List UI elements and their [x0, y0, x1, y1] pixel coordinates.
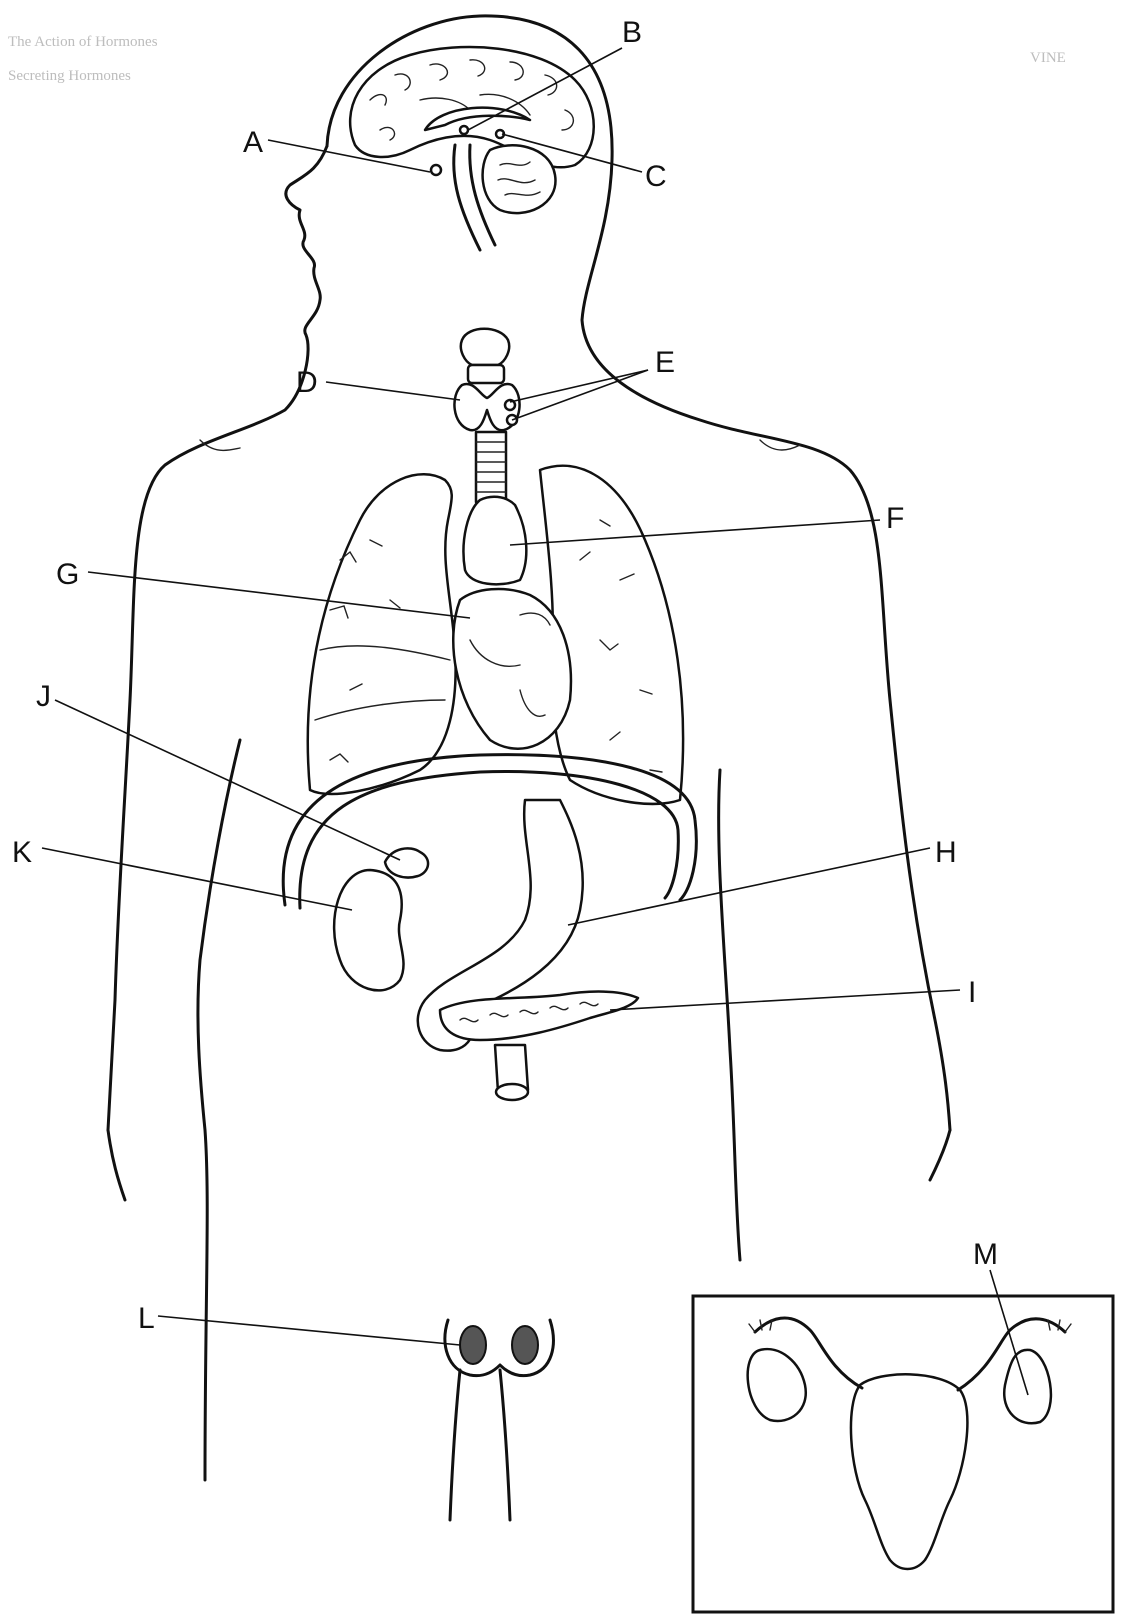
left-inner-arm	[198, 740, 240, 1480]
shoulder-detail-right	[760, 440, 800, 450]
right-leg-line	[500, 1370, 510, 1520]
duodenum-opening	[496, 1084, 528, 1100]
corner-text: VINE	[1030, 50, 1066, 66]
testis-right	[512, 1326, 538, 1364]
testis-left	[460, 1326, 486, 1364]
label-B: B	[622, 16, 642, 49]
leader-H	[568, 848, 930, 925]
label-D: D	[296, 366, 318, 399]
body-outline	[108, 16, 950, 1520]
bleed-through-line-2: Secreting Hormones	[8, 68, 131, 84]
label-I: I	[968, 976, 976, 1009]
trachea	[476, 432, 506, 502]
face-profile	[108, 146, 327, 1130]
left-torso-lower	[108, 1130, 125, 1200]
right-lung	[308, 474, 456, 794]
label-C: C	[645, 160, 667, 193]
right-inner-arm	[719, 770, 740, 1260]
leader-I	[610, 990, 960, 1010]
thymus	[463, 497, 526, 585]
cerebellum	[483, 145, 556, 213]
leader-D	[326, 382, 460, 400]
label-H: H	[935, 836, 957, 869]
shoulder-detail-left	[200, 440, 240, 450]
label-K: K	[12, 836, 32, 869]
pineal-gland	[460, 126, 468, 134]
label-M: M	[973, 1238, 998, 1271]
leader-L	[158, 1316, 460, 1345]
bleed-through-line-1: The Action of Hormones	[8, 34, 158, 50]
label-F: F	[886, 502, 904, 535]
kidney	[334, 870, 403, 990]
label-L: L	[138, 1302, 155, 1335]
leader-E-lower	[512, 370, 648, 420]
pituitary-gland	[431, 165, 441, 175]
right-torso-lower	[930, 1130, 950, 1180]
kidney-adrenal	[334, 848, 428, 990]
testes	[445, 1320, 553, 1376]
larynx	[461, 329, 509, 365]
cricoid-cartilage	[468, 365, 504, 383]
label-A: A	[243, 126, 263, 159]
ovary-inset	[693, 1296, 1113, 1612]
neck-glands	[454, 329, 519, 502]
label-E: E	[655, 346, 675, 379]
label-J: J	[36, 680, 51, 713]
stomach-pancreas	[418, 800, 638, 1100]
left-leg-line	[450, 1370, 460, 1520]
label-G: G	[56, 558, 79, 591]
adrenal-gland	[385, 848, 428, 877]
